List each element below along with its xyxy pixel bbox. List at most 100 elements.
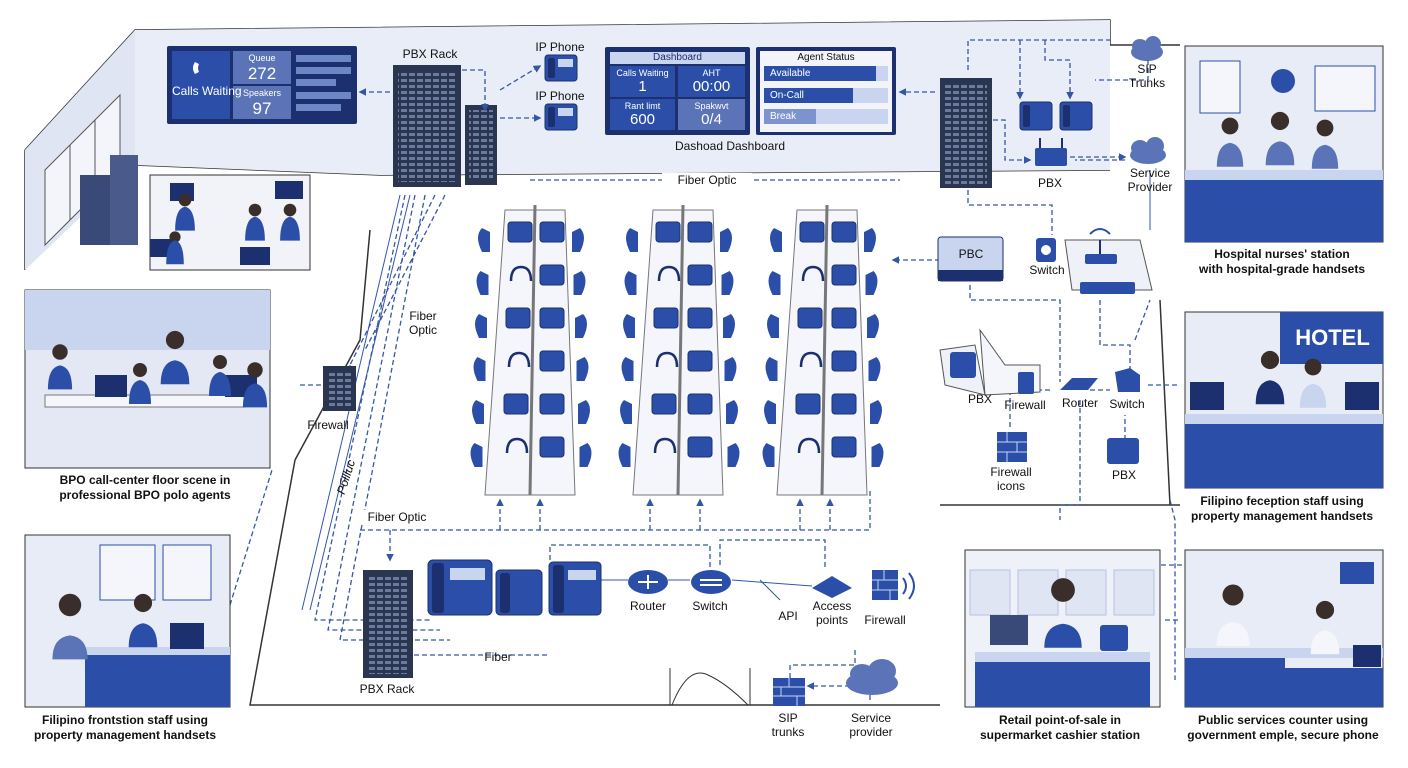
desk-phone-icon: [539, 350, 565, 372]
chair: [579, 443, 592, 467]
dashboard-title: Dashboard: [653, 52, 702, 63]
desk-phone-icon: [539, 307, 565, 329]
chair: [727, 443, 740, 467]
chair: [476, 271, 489, 295]
access-points-label: Access points: [812, 599, 852, 627]
switch-bottom-label: Switch: [692, 599, 728, 613]
chair: [470, 443, 483, 467]
service-provider-right-label: Service Provider: [1127, 166, 1173, 194]
desk-phone-icon: [687, 307, 713, 329]
desk-phone-icon: [831, 350, 857, 372]
hotel-sign: HOTEL: [1295, 325, 1370, 350]
sip-trunk-icon: [773, 678, 805, 706]
chair: [720, 228, 732, 252]
firewall-small-icon: [1018, 372, 1034, 394]
headset-icon: [799, 351, 823, 368]
agent-status-bar: [764, 88, 853, 103]
pbx-rack-bottom-label: PBX Rack: [359, 682, 415, 696]
desk-phone-icon: [653, 307, 679, 329]
headset-icon: [797, 437, 821, 454]
sip-trunks-top-label: SIP Trunks: [1128, 62, 1166, 90]
agent-status-available: Available: [770, 68, 811, 79]
router-mid-label: Router: [1061, 396, 1099, 410]
headset-icon: [653, 437, 677, 454]
chair: [767, 314, 779, 338]
fiber-optic-top-label: Fiber Optic: [662, 173, 752, 187]
firewall-icon: [323, 366, 356, 411]
chair: [621, 357, 634, 381]
router-icon: [1060, 378, 1098, 390]
desk-phone-icon: [797, 307, 823, 329]
dashboard-rant-label: Rant limt: [624, 101, 661, 111]
dashboard-rant-value: 600: [629, 111, 656, 128]
chair: [478, 228, 490, 252]
chair: [870, 400, 882, 424]
chair: [724, 357, 737, 381]
sip-trunks-bottom-label: SIP trunks: [771, 711, 805, 739]
dashboard-screen: [605, 47, 750, 135]
ip-phone-label-1: IP Phone: [535, 40, 585, 54]
chair: [726, 400, 738, 424]
api-label: API: [778, 609, 798, 623]
scene-panels: [24, 45, 1384, 708]
panel-public-services: [1184, 549, 1384, 708]
desk-phone-icon: [539, 393, 565, 415]
pbc-box-icon: [937, 236, 1004, 282]
firewall-icons-label: Firewall icons: [990, 465, 1032, 493]
chair: [721, 271, 734, 295]
server-rack-top-right: [940, 78, 992, 188]
ip-phone-icon: [544, 103, 578, 131]
service-provider-bottom-label: Service provider: [849, 711, 893, 739]
dashboard-caption: Dashoad Dashboard: [674, 139, 786, 153]
caption-clinic: Filipino frontstion staff using property…: [33, 713, 217, 742]
desk-phone-icon: [831, 393, 857, 415]
desk-cluster: [762, 204, 884, 496]
dashboard-calls-waiting-label: Calls Waiting: [616, 68, 669, 78]
dashboard-calls-waiting-value: 1: [638, 78, 647, 95]
headset-icon: [657, 265, 681, 282]
chair: [765, 357, 778, 381]
chair: [624, 271, 637, 295]
switch-mid-label: Switch: [1109, 397, 1145, 411]
chair: [768, 271, 781, 295]
caption-hotel: Filipino feception staff using property …: [1190, 494, 1374, 523]
dashboard-aht-label: AHT: [702, 68, 721, 78]
desk-phone-icon: [831, 436, 857, 458]
desk-cluster: [470, 204, 592, 496]
speakers-value: 97: [252, 99, 272, 118]
dashboard-spakwvt-value: 0/4: [701, 111, 722, 128]
desk-clusters: [470, 204, 884, 496]
chair: [620, 400, 632, 424]
pbx-rack-top: [393, 65, 497, 187]
queue-value: 272: [247, 64, 277, 83]
agent-status-break: Break: [770, 111, 797, 122]
switch-icon: [691, 570, 731, 594]
chair: [864, 228, 876, 252]
chair: [618, 443, 631, 467]
router-bottom-label: Router: [629, 599, 667, 613]
firewall-wall-icon: [997, 432, 1027, 462]
chair: [575, 314, 587, 338]
desk-phone-icon: [799, 221, 825, 243]
desk-phone-icon: [831, 221, 857, 243]
desk-phone-icon: [687, 393, 713, 415]
firewall-left-label: Firewall: [307, 418, 349, 432]
dashboard-spakwvt-label: Spakwvt: [694, 101, 729, 111]
cloud-icon: [1130, 137, 1166, 164]
chair: [868, 357, 881, 381]
speakers-label: Speakers: [242, 88, 282, 98]
panel-bpo-cubicles: [149, 174, 311, 271]
fiber-bottom-label: Fiber: [484, 650, 512, 664]
chair: [871, 443, 884, 467]
desk-phones: [427, 559, 602, 616]
pbx-device-icon: [1035, 138, 1067, 166]
caption-public-services: Public services counter using government…: [1187, 713, 1379, 742]
wall-screen: [167, 46, 357, 124]
chair: [623, 314, 635, 338]
router-icon: [628, 570, 668, 594]
wall-screen-calls-waiting: Calls Waiting: [172, 84, 242, 98]
chair: [764, 400, 776, 424]
headset-icon: [801, 265, 825, 282]
pbx-phone-icon: [1107, 438, 1139, 464]
